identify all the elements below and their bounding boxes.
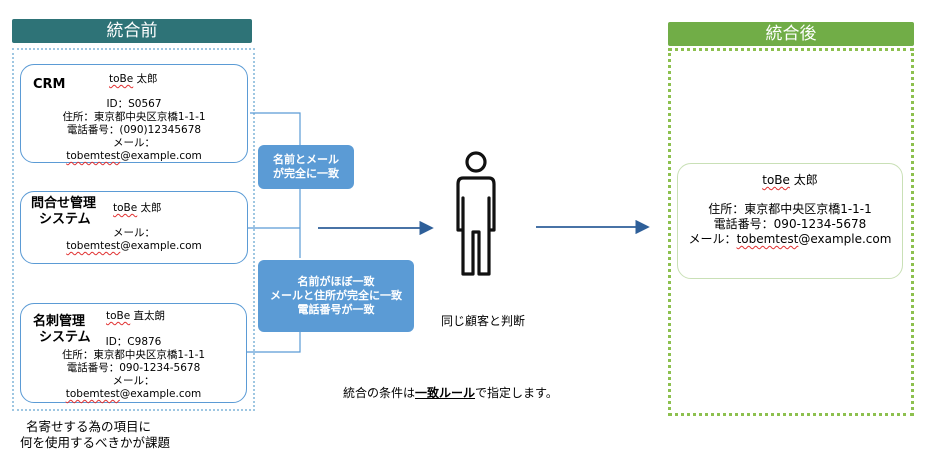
crm-phone: 電話番号：(090)12345678 [66,124,202,136]
bracket-top [250,112,301,258]
rule-exact-line-1: 名前とメール [273,153,339,166]
merged-name: toBe 太郎 [762,173,818,187]
before-frame [12,48,255,411]
person-caption: 同じ顧客と判断 [441,314,526,328]
inquiry-card: 問合せ管理 システム toBe 太郎 メール： tobemtest@exampl… [20,191,248,264]
merged-phone: 電話番号：090-1234-5678 [713,217,867,231]
merged-card: toBe 太郎 住所：東京都中央区京橋1-1-1 電話番号：090-1234-5… [677,163,903,279]
inquiry-system-label-1: 問合せ管理 [31,196,97,211]
crm-id: ID：S0567 [106,98,162,110]
crm-mail: tobemtest@example.com [66,150,202,162]
crm-address: 住所：東京都中央区京橋1-1-1 [62,111,206,123]
card-mgmt-mail: tobemtest@example.com [65,388,202,400]
issue-line-2: 何を使用するべきかが課題 [20,435,171,450]
rule-partial-line-1: 名前がほぼ一致 [297,275,375,288]
condition-text: 統合の条件は一致ルールで指定します。 [343,386,558,400]
card-mgmt-system-label-2: システム [39,330,91,345]
inquiry-system-label-2: システム [39,212,91,227]
card-mgmt-system-label-1: 名刺管理 [33,314,86,329]
inquiry-mail-label: メール： [113,227,155,239]
rule-partial-line-2: メールと住所が完全に一致 [270,289,402,302]
inquiry-name: toBe 太郎 [113,202,162,214]
merged-address: 住所：東京都中央区京橋1-1-1 [708,202,872,216]
inquiry-mail: tobemtest@example.com [66,240,202,252]
person-icon [456,151,496,276]
crm-name: toBe 太郎 [109,73,158,85]
after-header: 統合後 [668,22,914,46]
card-mgmt-name: toBe 直太朗 [106,310,166,322]
rule-partial-box: 名前がほぼ一致 メールと住所が完全に一致 電話番号が一致 [258,260,414,332]
card-mgmt-phone: 電話番号：090-1234-5678 [66,362,201,374]
issue-line-1: 名寄せする為の項目に [26,419,152,434]
card-mgmt-address: 住所：東京都中央区京橋1-1-1 [61,349,206,361]
merged-mail: メール：tobemtest@example.com [688,232,892,246]
match-rule-text: 一致ルール [415,386,476,400]
crm-card: CRM toBe 太郎 ID：S0567 住所：東京都中央区京橋1-1-1 電話… [20,64,248,163]
card-mgmt-id: ID：C9876 [105,336,162,348]
crm-system-label: CRM [33,77,66,92]
after-frame [668,48,914,416]
card-mgmt-card: 名刺管理 システム toBe 直太朗 ID：C9876 住所：東京都中央区京橋1… [20,303,247,403]
bracket-bottom [247,332,301,353]
crm-mail-label: メール： [113,137,155,149]
rule-partial-line-3: 電話番号が一致 [297,303,375,316]
rule-exact-line-2: が完全に一致 [273,167,339,180]
before-header: 統合前 [12,19,252,43]
card-mgmt-mail-label: メール： [112,375,155,387]
rule-exact-box: 名前とメール が完全に一致 [258,145,354,189]
